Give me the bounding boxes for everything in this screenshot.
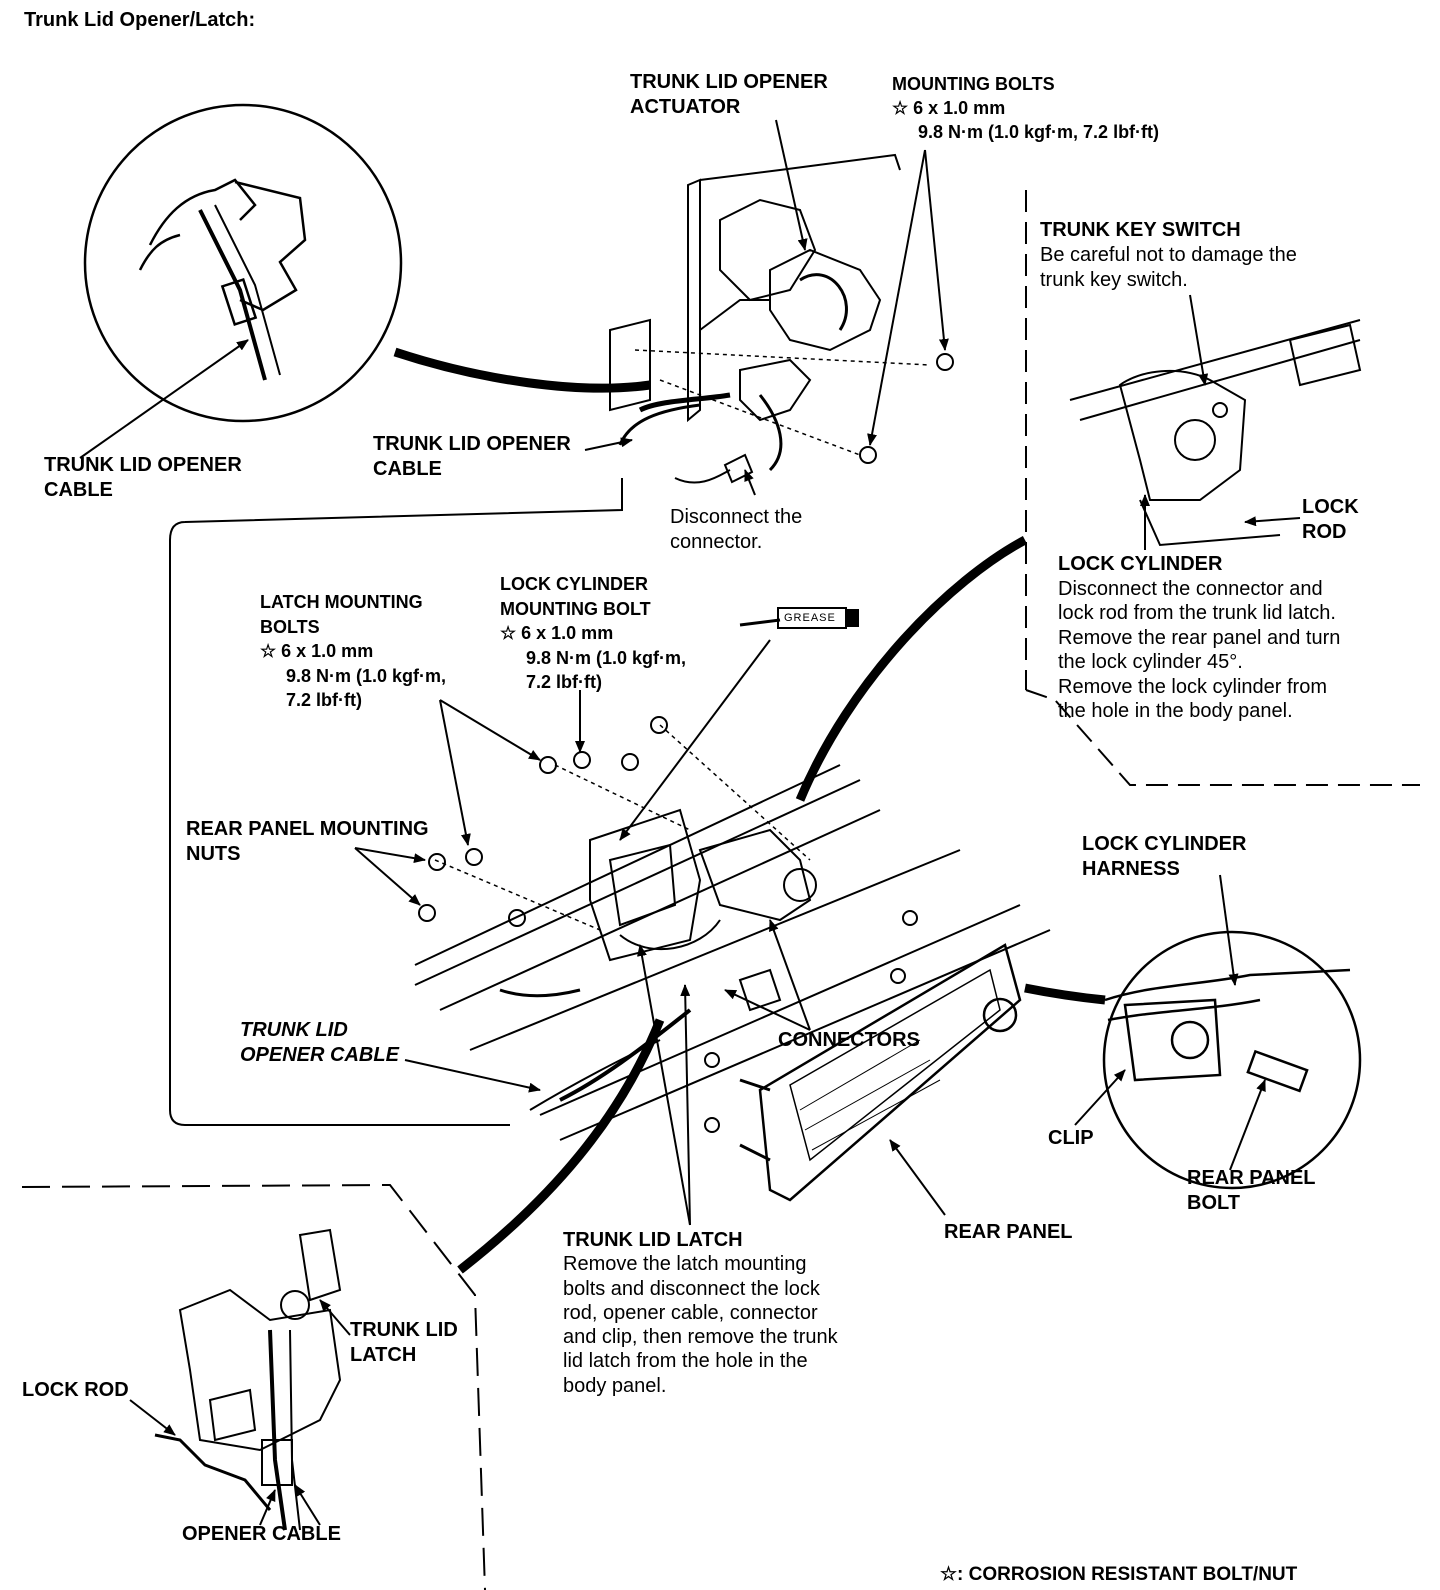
label-line: 9.8 N·m (1.0 kgf·m, xyxy=(526,647,687,668)
label-lock-cyl-bolt: LOCK CYLINDER MOUNTING BOLT ☆ 6 x 1.0 mm… xyxy=(500,572,686,695)
label-line: LOCK CYLINDER xyxy=(1058,553,1223,575)
label-line: TRUNK LID xyxy=(350,1319,458,1341)
harness-detail-inset xyxy=(1102,930,1362,1190)
label-line: TRUNK LID xyxy=(240,1019,348,1041)
label-latch-bolts: LATCH MOUNTING BOLTS ☆ 6 x 1.0 mm 9.8 N·… xyxy=(260,590,446,713)
label-line: ☆ 6 x 1.0 mm xyxy=(260,641,374,661)
latch-inset xyxy=(21,1183,486,1590)
label-rear-nuts: REAR PANEL MOUNTING NUTS xyxy=(186,817,429,867)
label-line: rod, opener cable, connector xyxy=(563,1301,818,1324)
label-cyl-harness: LOCK CYLINDER HARNESS xyxy=(1082,832,1246,882)
label-line: TRUNK LID OPENER xyxy=(44,454,242,476)
label-mounting-bolts: MOUNTING BOLTS ☆ 6 x 1.0 mm 9.8 N·m (1.0… xyxy=(892,72,1159,144)
label-line: body panel. xyxy=(563,1374,667,1397)
label-line: LATCH MOUNTING xyxy=(260,592,423,612)
page-title: Trunk Lid Opener/Latch: xyxy=(24,9,256,31)
label-line: TRUNK LID OPENER xyxy=(630,71,828,93)
label-line: the lock cylinder 45°. xyxy=(1058,651,1243,673)
rear-panel xyxy=(758,943,1022,1202)
label-line: lid latch from the hole in the xyxy=(563,1350,808,1373)
legend-corrosion-resistant: ☆: CORROSION RESISTANT BOLT/NUT xyxy=(940,1564,1298,1585)
label-connectors: CONNECTORS xyxy=(778,1029,920,1051)
label-line: trunk key switch. xyxy=(1040,269,1188,291)
grease-tube-icon xyxy=(739,607,859,629)
label-opener-cable-inset: OPENER CABLE xyxy=(182,1523,341,1545)
label-line: REAR PANEL xyxy=(1187,1167,1316,1189)
trunk-body-panel xyxy=(414,716,1051,1162)
callout-connector-thick xyxy=(795,536,1028,802)
label-line: and clip, then remove the trunk xyxy=(563,1326,838,1349)
label-line: HARNESS xyxy=(1082,858,1180,880)
opener-cable-detail-inset xyxy=(83,103,403,423)
key-switch-callout xyxy=(1025,190,1420,786)
label-cable-mid: TRUNK LID OPENER CABLE xyxy=(373,432,571,482)
label-line: Disconnect the xyxy=(670,506,803,528)
label-line: Remove the lock cylinder from xyxy=(1058,675,1327,698)
label-latch: TRUNK LID LATCH Remove the latch mountin… xyxy=(563,1228,838,1398)
label-clip: CLIP xyxy=(1048,1127,1094,1149)
label-line: REAR PANEL MOUNTING xyxy=(186,818,429,840)
label-latch-inset: TRUNK LID LATCH xyxy=(350,1318,458,1368)
label-actuator: TRUNK LID OPENER ACTUATOR xyxy=(630,70,828,120)
label-rear-panel: REAR PANEL xyxy=(944,1221,1073,1243)
callout-connector-thick xyxy=(457,1018,665,1274)
label-line: bolts and disconnect the lock xyxy=(563,1277,820,1300)
label-line: Remove the rear panel and turn xyxy=(1058,626,1341,649)
label-lock-cylinder: LOCK CYLINDER Disconnect the connector a… xyxy=(1058,552,1340,724)
label-line: the hole in the body panel. xyxy=(1058,700,1293,722)
label-lock-rod-top: LOCK ROD xyxy=(1302,495,1359,545)
label-line: TRUNK LID LATCH xyxy=(563,1229,743,1251)
label-line: 7.2 lbf·ft) xyxy=(286,690,362,710)
leader-lines xyxy=(79,119,1301,1526)
label-line: 9.8 N·m (1.0 kgf·m, xyxy=(286,665,447,686)
label-line: LOCK CYLINDER xyxy=(500,574,648,594)
label-line: Be careful not to damage the xyxy=(1040,244,1297,266)
label-disconnect: Disconnect the connector. xyxy=(670,505,802,555)
label-line: LATCH xyxy=(350,1344,417,1366)
label-line: ACTUATOR xyxy=(630,96,741,118)
label-line: ☆ 6 x 1.0 mm xyxy=(892,98,1006,118)
label-line: ROD xyxy=(1302,521,1347,543)
callout-connector-thick xyxy=(1024,983,1106,1005)
label-lock-rod-inset: LOCK ROD xyxy=(22,1379,129,1401)
label-line: LOCK xyxy=(1302,496,1359,518)
actuator-assembly xyxy=(609,153,954,484)
label-line: BOLTS xyxy=(260,616,320,637)
label-line: TRUNK KEY SWITCH xyxy=(1040,219,1241,241)
label-line: CABLE xyxy=(373,458,442,480)
grease-label: GREASE xyxy=(784,612,836,624)
label-line: 9.8 N·m (1.0 kgf·m, 7.2 lbf·ft) xyxy=(918,122,1160,142)
label-line: lock rod from the trunk lid latch. xyxy=(1058,602,1336,624)
label-line: CABLE xyxy=(44,479,113,501)
label-line: OPENER CABLE xyxy=(240,1044,399,1066)
label-line: LOCK CYLINDER xyxy=(1082,833,1247,855)
label-cable-lower: TRUNK LID OPENER CABLE xyxy=(240,1018,399,1068)
label-line: 7.2 lbf·ft) xyxy=(526,672,602,692)
label-line: TRUNK LID OPENER xyxy=(373,433,571,455)
callout-bracket-mid xyxy=(169,478,623,1126)
label-line: BOLT xyxy=(1187,1192,1240,1214)
label-line: connector. xyxy=(670,531,763,553)
label-line: Disconnect the connector and xyxy=(1058,577,1323,600)
label-line: ☆ 6 x 1.0 mm xyxy=(500,623,614,643)
label-rear-panel-bolt: REAR PANEL BOLT xyxy=(1187,1166,1316,1216)
label-line: MOUNTING BOLTS xyxy=(892,74,1055,94)
callout-connector-thick xyxy=(393,347,651,393)
label-key-switch: TRUNK KEY SWITCH Be careful not to damag… xyxy=(1040,218,1297,293)
label-line: NUTS xyxy=(186,843,241,865)
label-line: Remove the latch mounting xyxy=(563,1253,807,1276)
label-cable-left: TRUNK LID OPENER CABLE xyxy=(44,453,242,503)
label-line: MOUNTING BOLT xyxy=(500,598,651,619)
